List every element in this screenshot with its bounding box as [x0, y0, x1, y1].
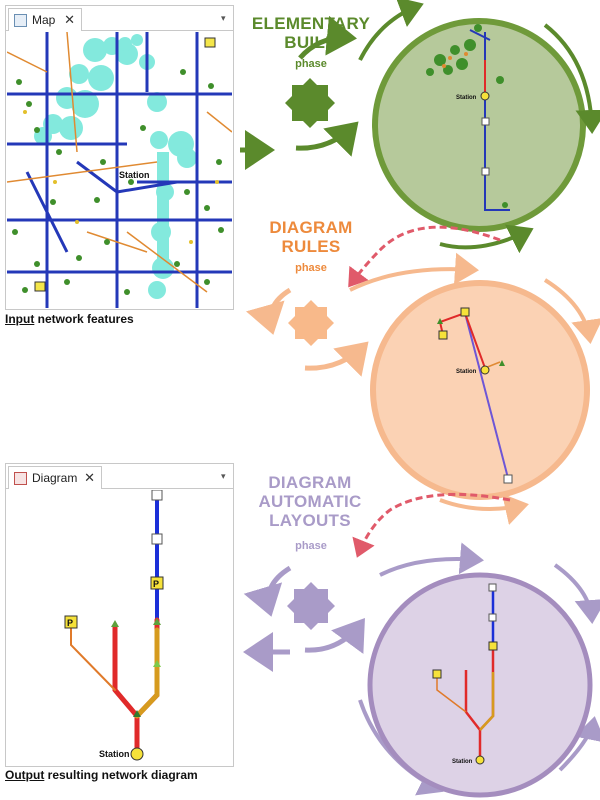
- diagram-icon: [14, 471, 27, 485]
- arrow-to-gear2-left: [246, 287, 292, 335]
- tab-map[interactable]: Map ✕: [8, 8, 82, 31]
- node-junction-2: [153, 618, 161, 625]
- gear-2-icon: [288, 300, 334, 346]
- phase-2-subtitle: phase: [295, 262, 327, 274]
- map-pane: Map ✕ ▾: [5, 5, 234, 310]
- phase-2-title: DIAGRAM RULES: [246, 218, 376, 256]
- chevron-down-icon[interactable]: ▾: [221, 471, 226, 481]
- map-tabstrip: [6, 6, 233, 31]
- ring-arrow-1c: [439, 224, 534, 254]
- tab-map-label: Map: [32, 13, 56, 27]
- ring-arrow-3b: [553, 563, 600, 624]
- chevron-down-icon[interactable]: ▾: [221, 13, 226, 23]
- node-p-1: [150, 576, 164, 590]
- phase-1-subtitle: phase: [295, 58, 327, 70]
- arrow-to-gear1-upper: [298, 15, 357, 60]
- ring-arrow-1a: [358, 0, 424, 61]
- node-device-1: [151, 490, 163, 501]
- phase-1-circle: [372, 18, 586, 232]
- ring-arrow-2c: [439, 493, 529, 525]
- ring-arrow-2a: [349, 252, 479, 292]
- phase-3-station-label: Station: [452, 759, 473, 765]
- ring-arrow-1b: [543, 23, 600, 134]
- node-junction-1: [111, 620, 119, 627]
- phase-2-circle: [370, 280, 590, 500]
- diagram-canvas[interactable]: P P Station: [7, 490, 232, 765]
- tab-diagram[interactable]: Diagram ✕: [8, 466, 102, 489]
- phase-1-network: Station: [426, 24, 510, 211]
- ring-arrow-2b: [543, 278, 600, 344]
- node-junction-3: [153, 660, 161, 667]
- connector-2-to-3: [352, 492, 511, 558]
- station-node: [130, 747, 144, 761]
- close-icon[interactable]: ✕: [64, 12, 75, 27]
- phase-1-title-line-2: BUILD: [284, 33, 338, 52]
- node-p-2: [64, 615, 78, 629]
- output-caption: Output resulting network diagram: [5, 768, 198, 782]
- diagram-tabstrip: [6, 464, 233, 489]
- process-graphics: Station Station: [240, 0, 600, 798]
- phase-2-title-line-2: RULES: [281, 237, 341, 256]
- phase-2-station-label: Station: [456, 369, 477, 375]
- phase-3-title-line-2: AUTOMATIC: [258, 492, 362, 511]
- output-caption-rest: resulting network diagram: [44, 768, 198, 782]
- phase-3-title: DIAGRAM AUTOMATIC LAYOUTS: [240, 473, 380, 530]
- phase-3-title-line-1: DIAGRAM: [268, 473, 352, 492]
- diagram-pane: Diagram ✕ ▾ P P Station: [5, 463, 234, 767]
- diagram-station-label: Station: [99, 749, 130, 759]
- ring-arrow-3a: [379, 542, 484, 577]
- map-canvas[interactable]: Station: [7, 32, 232, 308]
- phase-2-title-line-1: DIAGRAM: [269, 218, 353, 237]
- node-junction-4: [133, 710, 141, 717]
- input-caption-rest: network features: [34, 312, 134, 326]
- connector-1-to-2: [348, 225, 501, 288]
- close-icon[interactable]: ✕: [84, 470, 95, 485]
- phase-3-circle: [367, 572, 593, 798]
- output-caption-emph: Output: [5, 768, 45, 782]
- svg-text:P: P: [67, 618, 73, 628]
- map-station-label: Station: [119, 170, 150, 180]
- arrow-to-gear3-left: [243, 565, 292, 617]
- edge-red-main: [112, 623, 140, 755]
- map-icon: [14, 13, 27, 27]
- arrow-from-gear2: [304, 341, 369, 377]
- gear-3-icon: [287, 582, 335, 630]
- node-device-2: [151, 533, 163, 545]
- phase-3-title-line-3: LAYOUTS: [269, 511, 351, 530]
- svg-text:P: P: [153, 579, 159, 589]
- phase-3-network: Station: [432, 583, 498, 765]
- edge-gold: [134, 627, 160, 719]
- phase-1-station-label: Station: [456, 95, 477, 101]
- phase-2-network: Station: [437, 307, 513, 484]
- phase-3-subtitle: phase: [295, 540, 327, 552]
- ring-arrow-3d: [558, 716, 600, 772]
- arrow-from-gear1: [295, 121, 359, 157]
- input-caption-emph: Input: [5, 312, 35, 326]
- edge-orange-left: [70, 625, 116, 691]
- input-caption: Input network features: [5, 312, 134, 326]
- arrow-from-gear3: [304, 617, 365, 654]
- tab-diagram-label: Diagram: [32, 471, 78, 485]
- gear-1-icon: [285, 78, 335, 128]
